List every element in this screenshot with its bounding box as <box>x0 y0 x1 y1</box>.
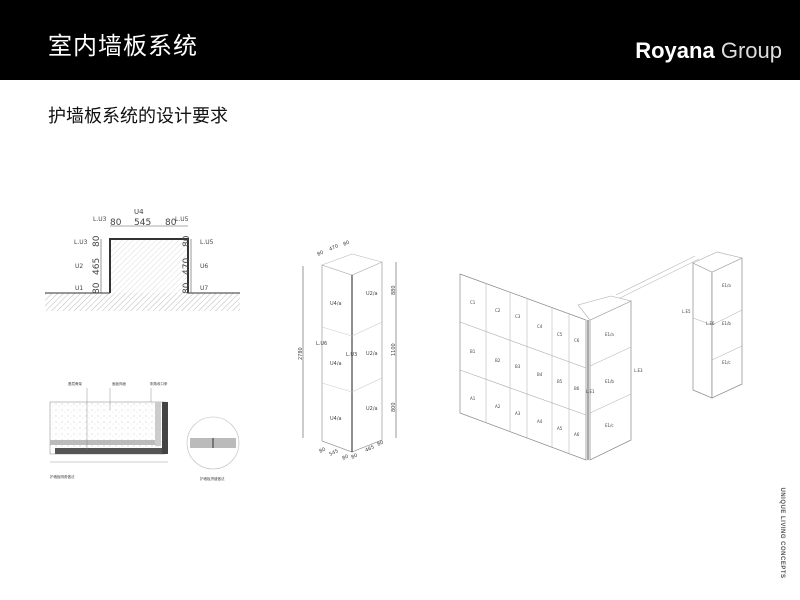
svg-text:B2: B2 <box>495 358 501 363</box>
svg-text:E1/a: E1/a <box>605 332 614 337</box>
svg-text:C1: C1 <box>470 300 476 305</box>
svg-text:U1: U1 <box>75 285 83 292</box>
svg-text:80: 80 <box>350 453 358 461</box>
side-tagline: UNIQUE LIVING CONCEPTS <box>779 487 785 579</box>
svg-text:80: 80 <box>376 440 384 448</box>
svg-text:1100: 1100 <box>391 343 397 356</box>
svg-text:E1/b: E1/b <box>722 321 731 326</box>
svg-text:470: 470 <box>182 258 192 275</box>
svg-text:880: 880 <box>391 285 397 295</box>
svg-text:470: 470 <box>328 243 339 252</box>
svg-text:80: 80 <box>182 235 192 247</box>
svg-text:U7: U7 <box>200 285 208 292</box>
svg-text:C5: C5 <box>557 332 563 337</box>
svg-text:L.E5: L.E5 <box>682 309 691 314</box>
column-drawing: 2780 880 1100 800 80 470 80 U4/a U4/a U4… <box>298 240 397 462</box>
plan-drawing: U4 80 545 80 L.U3 L.U5 80 465 80 80 470 … <box>45 208 240 311</box>
svg-text:L.U3: L.U3 <box>346 352 357 358</box>
svg-text:800: 800 <box>391 402 397 412</box>
wall-drawing: C1 C2 C3 C4 C5 C6 B1 B2 B3 B4 B5 B6 A1 A… <box>459 251 743 461</box>
svg-text:B5: B5 <box>557 379 563 384</box>
section-detail: 基层骨架 面板饰面 阴角收口条 护墙板阴角做法 护墙板拼缝做法 <box>49 381 240 481</box>
svg-text:L.U5: L.U5 <box>200 239 214 246</box>
svg-text:面板饰面: 面板饰面 <box>112 381 126 386</box>
svg-text:U2/a: U2/a <box>366 406 378 412</box>
svg-text:B4: B4 <box>537 372 543 377</box>
svg-text:U6: U6 <box>200 263 208 270</box>
svg-text:E1/c: E1/c <box>605 423 614 428</box>
svg-text:C4: C4 <box>537 324 543 329</box>
svg-text:B3: B3 <box>515 364 521 369</box>
svg-text:U2/a: U2/a <box>366 291 378 297</box>
svg-text:B6: B6 <box>574 386 580 391</box>
svg-text:E1/c: E1/c <box>722 360 731 365</box>
svg-text:80: 80 <box>318 447 326 455</box>
svg-text:80: 80 <box>92 282 102 294</box>
svg-text:L.U6: L.U6 <box>316 341 327 347</box>
slide-title: 室内墙板系统 <box>48 32 198 60</box>
svg-text:U4/a: U4/a <box>330 416 342 422</box>
svg-text:E1/b: E1/b <box>605 379 614 384</box>
svg-text:护墙板拼缝做法: 护墙板拼缝做法 <box>200 476 225 481</box>
svg-text:U4/a: U4/a <box>330 301 342 307</box>
svg-text:80: 80 <box>341 454 349 462</box>
svg-text:L.U3: L.U3 <box>93 216 107 223</box>
svg-text:L.E3: L.E3 <box>634 368 643 373</box>
svg-text:A5: A5 <box>557 426 563 431</box>
svg-text:80: 80 <box>110 218 122 228</box>
svg-text:80: 80 <box>182 282 192 294</box>
svg-text:L.U5: L.U5 <box>175 216 189 223</box>
svg-text:A6: A6 <box>574 432 580 437</box>
svg-text:U4/a: U4/a <box>330 361 342 367</box>
svg-text:465: 465 <box>364 444 375 453</box>
brand-logo: Royana Group <box>635 38 782 63</box>
svg-text:80: 80 <box>165 218 177 228</box>
svg-text:A3: A3 <box>515 411 521 416</box>
header-bar: 室内墙板系统 Royana Group <box>0 0 800 80</box>
svg-text:阴角收口条: 阴角收口条 <box>150 381 168 386</box>
svg-text:A4: A4 <box>537 419 543 424</box>
svg-text:L.U3: L.U3 <box>74 239 88 246</box>
svg-text:2780: 2780 <box>298 347 304 360</box>
svg-text:基层骨架: 基层骨架 <box>68 381 82 386</box>
svg-text:U4: U4 <box>134 208 144 216</box>
svg-text:E1/a: E1/a <box>722 283 731 288</box>
svg-text:C2: C2 <box>495 308 501 313</box>
svg-text:A2: A2 <box>495 404 501 409</box>
svg-text:80: 80 <box>92 235 102 247</box>
svg-text:U2: U2 <box>75 263 83 270</box>
svg-text:B1: B1 <box>470 349 476 354</box>
svg-text:C3: C3 <box>515 314 521 319</box>
svg-text:U2/a: U2/a <box>366 351 378 357</box>
svg-text:L.E1: L.E1 <box>586 389 595 394</box>
svg-text:465: 465 <box>92 258 102 275</box>
svg-text:80: 80 <box>316 250 324 258</box>
svg-text:80: 80 <box>342 240 350 248</box>
svg-text:C6: C6 <box>574 338 580 343</box>
svg-text:545: 545 <box>328 448 339 457</box>
svg-text:545: 545 <box>134 218 151 228</box>
svg-text:A1: A1 <box>470 396 476 401</box>
section-subtitle: 护墙板系统的设计要求 <box>48 106 228 127</box>
svg-text:护墙板阴角做法: 护墙板阴角做法 <box>50 474 75 479</box>
svg-text:L.E6: L.E6 <box>706 321 715 326</box>
